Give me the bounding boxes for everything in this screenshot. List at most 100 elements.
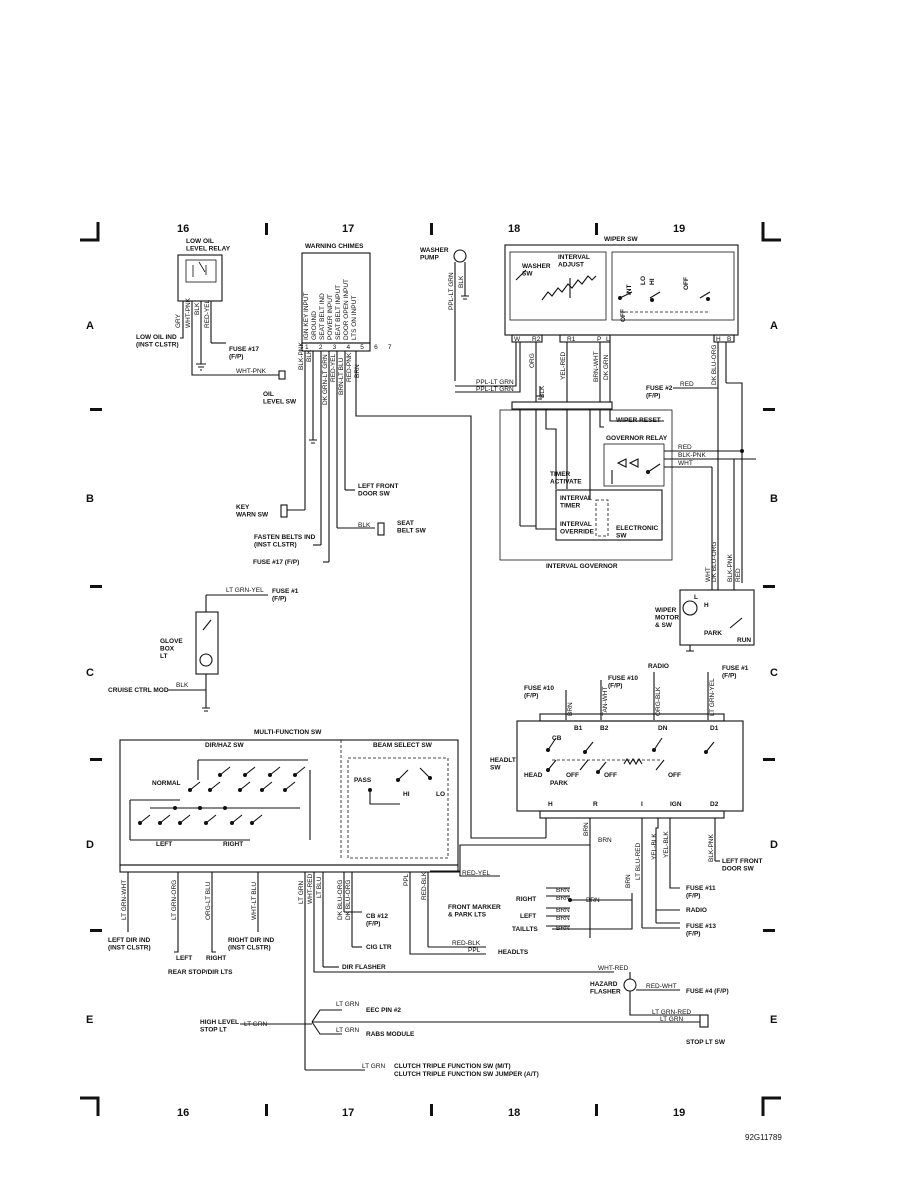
wire-red-wht: RED-WHT [646, 983, 677, 990]
park-label: PARK [704, 630, 722, 637]
wire-blk-pnk-gov: BLK-PNK [678, 452, 706, 459]
hdlt-term-i: I [641, 801, 643, 808]
wire-lt-grn-wht: LT GRN-WHT [121, 880, 128, 920]
wire-brn-hdlt: BRN [567, 702, 574, 716]
term-b: B [727, 336, 731, 343]
wire-brn-wht: BRN-WHT [593, 351, 600, 382]
beam-select-sw-label: BEAM SELECT SW [373, 742, 433, 749]
column-labels: 16 17 18 19 16 17 18 19 [177, 223, 685, 1119]
frame-marks [80, 222, 781, 1116]
hdlt-term-dn: DN [658, 725, 668, 732]
wire-brn-lt-blu: BRN-LT BLU [338, 357, 345, 395]
wire-brn-d2: BRN [598, 837, 612, 844]
wiper-motor: WHT DK BLU-ORG BLK-PNK RED H L PARK RUN … [655, 542, 755, 652]
mf-pass: PASS [354, 777, 372, 784]
col-label-18: 18 [508, 223, 520, 235]
mf-normal: NORMAL [152, 780, 181, 787]
clutch-mt-label: CLUTCH TRIPLE FUNCTION SW (M/T) [394, 1063, 511, 1070]
wiper-pos-hi: HI [649, 278, 656, 285]
cruise-ctrl-label: CRUISE CTRL MOD [108, 687, 169, 694]
hdlt-term-h: H [548, 801, 553, 808]
wire-yel-red: YEL-RED [560, 352, 567, 380]
col-label-19: 19 [673, 223, 685, 235]
wire-dk-blu-org-motor: DK BLU-ORG [711, 542, 718, 582]
hdlt-term-d2: D2 [710, 801, 719, 808]
radio-label: RADIO [648, 663, 669, 670]
clutch-at-label: CLUTCH TRIPLE FUNCTION SW JUMPER (A/T) [394, 1071, 539, 1078]
wire-dk-blu-org-mf: DK BLU-ORG [337, 880, 344, 920]
wire-lt-grn-mf: LT GRN [298, 880, 305, 904]
wire-org-blk: ORG-BLK [655, 686, 662, 716]
front-marker-label: FRONT MARKER& PARK LTS [448, 904, 501, 918]
fuse10-b-label: FUSE #10(F/P) [608, 675, 638, 689]
hdlt-term-d1: D1 [710, 725, 719, 732]
headlight-switch: FUSE #10(F/P) FUSE #10(F/P) RADIO FUSE #… [430, 663, 762, 938]
wire-red-yel-b: RED-YEL [330, 353, 337, 382]
multi-function-sw-label: MULTI-FUNCTION SW [254, 729, 322, 736]
wiper-pos-off-1: OFF [683, 277, 690, 290]
cig-ltr-label: CIG LTR [366, 944, 392, 951]
wire-dk-blu-org-top: DK BLU-ORG [711, 345, 718, 385]
wiper-pos-off-2: OFF [620, 309, 627, 322]
wire-brn-m3: BRN [556, 907, 570, 914]
fuse17-b-label: FUSE #17 (F/P) [253, 559, 299, 566]
term-w: W [514, 336, 521, 343]
row-label-b: B [86, 493, 94, 505]
row-label-d: D [86, 839, 94, 851]
hdlt-term-ign: IGN [670, 801, 682, 808]
low-oil-ind-label: LOW OIL IND(INST CLSTR) [136, 334, 179, 348]
wire-brn-r: BRN [625, 874, 632, 888]
hdlt-term-r: R [593, 801, 598, 808]
wire-red-yel-mf: RED-YEL [462, 870, 491, 877]
wire-red-pnk: RED-PNK [346, 352, 353, 382]
row-label-c-right: C [770, 667, 778, 679]
row-label-e: E [86, 1014, 93, 1026]
wire-red-motor: RED [735, 568, 742, 582]
wire-blk-pump: BLK [458, 275, 465, 288]
hdlt-term-b2: B2 [600, 725, 609, 732]
wiper-pos-int: INT [626, 285, 633, 296]
row-label-a: A [86, 320, 94, 332]
wire-lt-grn-eec: LT GRN [336, 1001, 360, 1008]
chime-pin-5: SEAT BELT INPUT [335, 285, 342, 340]
left-dir-ind-label: LEFT DIR IND(INST CLSTR) [108, 937, 151, 951]
wire-lt-grn-org: LT GRN-ORG [171, 880, 178, 920]
wire-brn-m2: BRN [556, 895, 570, 902]
wire-ppl-h: PPL [468, 947, 481, 954]
wire-ppl-lt-grn-1: PPL-LT GRN [476, 379, 514, 386]
right-dir-ind-label: RIGHT DIR IND(INST CLSTR) [228, 937, 275, 951]
hdlt-off-1: OFF [566, 772, 579, 779]
row-label-b-right: B [770, 493, 778, 505]
wire-blk-glove: BLK [176, 682, 189, 689]
wire-red-gov: RED [678, 444, 692, 451]
wire-blk-b: BLK [306, 349, 313, 362]
fuse10-a-label: FUSE #10(F/P) [524, 685, 554, 699]
chime-pin-6: DOOR OPEN INPUT [343, 279, 350, 340]
warning-chimes-label: WARNING CHIMES [305, 243, 364, 250]
fuse4-label: FUSE #4 (F/P) [686, 988, 729, 995]
rabs-module-label: RABS MODULE [366, 1031, 415, 1038]
wire-ppl-lt-grn-pump: PPL-LT GRN [448, 272, 455, 310]
col-label-16: 16 [177, 223, 189, 235]
hdlt-off-3: OFF [668, 772, 681, 779]
col-label-19-bottom: 19 [673, 1107, 685, 1119]
fuse1-d-label: FUSE #1(F/P) [722, 665, 749, 679]
fuse11-label: FUSE #11(F/P) [686, 885, 716, 899]
wire-blk-pnk-d: BLK-PNK [708, 834, 715, 862]
wire-blk-seat: BLK [358, 522, 371, 529]
chime-pin-7: LTS ON INPUT [351, 296, 358, 340]
motor-term-l: L [694, 594, 698, 601]
